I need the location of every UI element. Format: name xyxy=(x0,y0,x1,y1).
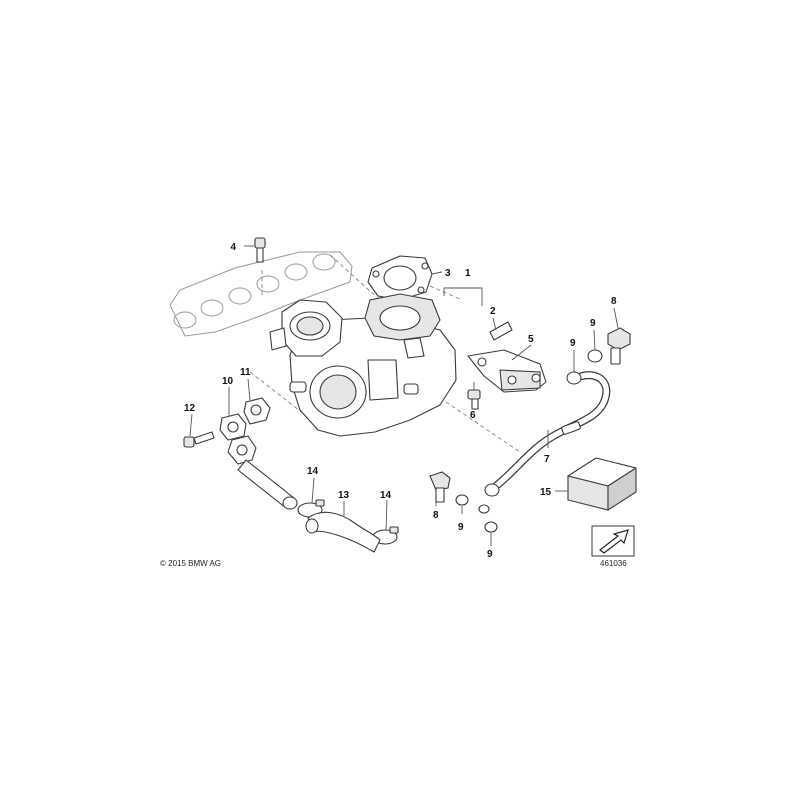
banjo-bolt-part-upper xyxy=(607,327,631,365)
callout-9-upper-right: 9 xyxy=(590,318,596,329)
banjo-bolt-part-lower xyxy=(429,471,451,503)
callout-2: 2 xyxy=(490,306,496,317)
callout-13: 13 xyxy=(338,490,350,501)
callout-3: 3 xyxy=(445,268,451,279)
oil-return-line-part xyxy=(227,435,298,510)
sealing-rings-lower xyxy=(455,494,498,533)
stud-bolt-part xyxy=(254,237,266,263)
oil-feed-gasket-part xyxy=(243,397,271,425)
callout-14-right: 14 xyxy=(380,490,392,501)
callout-4: 4 xyxy=(230,242,236,253)
turbocharger-part xyxy=(269,293,457,437)
callout-8-lower: 8 xyxy=(433,510,439,521)
turbo-stud-part xyxy=(489,321,513,341)
callout-11: 11 xyxy=(240,367,251,378)
sealing-rings-upper xyxy=(566,349,603,385)
diagram-number: 461036 xyxy=(600,559,627,568)
flange-gasket-part xyxy=(219,413,247,441)
callout-8-upper: 8 xyxy=(611,296,617,307)
callout-6: 6 xyxy=(470,410,476,421)
callout-5: 5 xyxy=(528,334,534,345)
leader-lines xyxy=(189,245,619,546)
oil-return-hose-part xyxy=(305,511,381,553)
oil-pipe-part xyxy=(484,371,611,497)
callout-1: 1 xyxy=(465,268,471,279)
callout-labels: 4 3 1 2 5 6 7 8 9 9 8 9 9 10 11 12 14 13… xyxy=(184,242,617,560)
view-direction-arrow-icon xyxy=(599,529,629,554)
flange-bolt-part xyxy=(183,431,215,448)
callout-12: 12 xyxy=(184,403,196,414)
support-bracket-part xyxy=(467,349,547,393)
callout-14-left: 14 xyxy=(307,466,319,477)
callout-7: 7 xyxy=(544,454,550,465)
callout-15: 15 xyxy=(540,487,552,498)
callout-9-lower-left: 9 xyxy=(458,522,464,533)
repair-kit-box xyxy=(567,457,637,511)
bracket-bolt-part xyxy=(467,389,481,410)
callout-9-lower-right: 9 xyxy=(487,549,493,560)
manifold-gasket-part xyxy=(367,255,433,301)
diagram-reference-box: 461036 xyxy=(591,525,635,568)
callout-10: 10 xyxy=(222,376,234,387)
copyright-notice: © 2015 BMW AG xyxy=(160,559,221,568)
callout-9-upper-left: 9 xyxy=(570,338,576,349)
